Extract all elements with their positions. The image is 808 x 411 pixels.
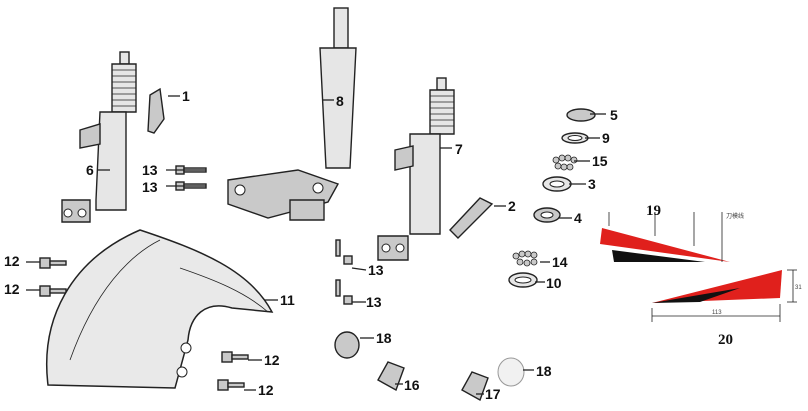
left-bracket xyxy=(147,87,165,134)
label-part-14: 14 xyxy=(552,254,568,270)
decal-width-dim: 113 xyxy=(712,310,722,316)
bearing-stack xyxy=(508,108,596,288)
label-part-13d: 13 xyxy=(366,294,382,310)
label-part-12c: 12 xyxy=(264,352,280,368)
label-part-9: 9 xyxy=(602,130,610,146)
label-part-13c: 13 xyxy=(368,262,384,278)
front-fender xyxy=(46,229,274,389)
clip-left xyxy=(377,361,405,392)
decal-note: 刀模线 xyxy=(726,212,744,220)
reflector-left xyxy=(334,331,360,359)
label-part-12d: 12 xyxy=(258,382,274,398)
label-part-4: 4 xyxy=(574,210,582,226)
label-part-20: 20 xyxy=(718,332,733,348)
label-part-11: 11 xyxy=(280,292,295,308)
label-part-19: 19 xyxy=(646,203,661,219)
label-part-2: 2 xyxy=(508,198,516,214)
label-part-3: 3 xyxy=(588,176,596,192)
label-part-12a: 12 xyxy=(4,253,20,269)
left-fork-tube xyxy=(61,51,137,223)
label-part-5: 5 xyxy=(610,107,618,123)
label-part-16: 16 xyxy=(404,377,420,393)
label-part-18b: 18 xyxy=(536,363,552,379)
reflector-right xyxy=(497,357,525,387)
right-bracket xyxy=(449,197,494,239)
label-part-10: 10 xyxy=(546,275,562,291)
label-part-1: 1 xyxy=(182,88,190,104)
label-part-18a: 18 xyxy=(376,330,392,346)
label-part-6: 6 xyxy=(86,162,94,178)
decal-20: 113 31 xyxy=(651,269,802,322)
steering-stem xyxy=(227,7,357,221)
label-part-8: 8 xyxy=(336,93,344,109)
label-part-17: 17 xyxy=(485,386,501,402)
label-part-13b: 13 xyxy=(142,179,158,195)
label-part-12b: 12 xyxy=(4,281,20,297)
decal-height-dim: 31 xyxy=(795,285,802,291)
label-part-13a: 13 xyxy=(142,162,158,178)
label-part-7: 7 xyxy=(455,141,463,157)
label-part-15: 15 xyxy=(592,153,608,169)
right-fork-tube xyxy=(377,77,455,261)
clip-right xyxy=(461,371,489,402)
decal-19: 刀模线 xyxy=(600,212,744,262)
